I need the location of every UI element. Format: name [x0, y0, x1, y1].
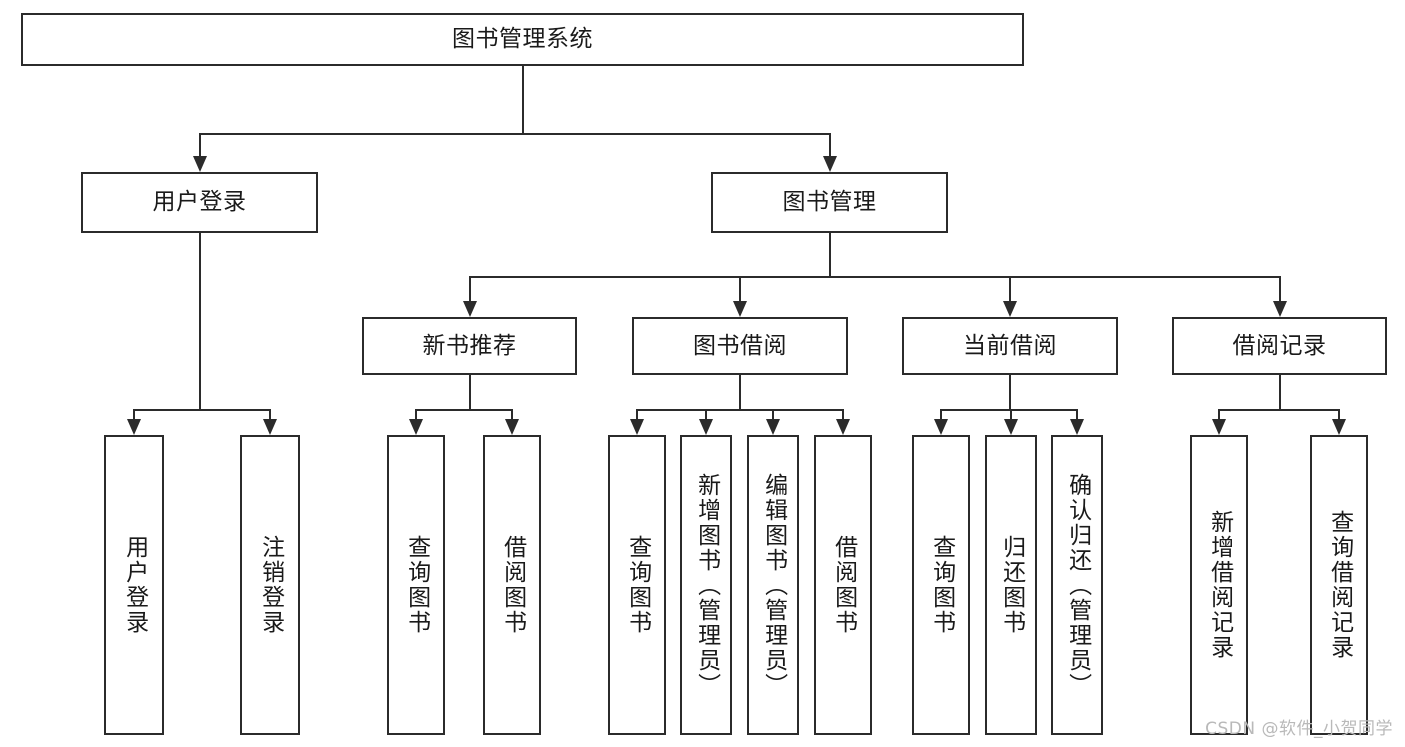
connector-line — [1278, 375, 1281, 409]
node-label: 借阅图书 — [499, 535, 526, 635]
arrowhead-icon — [934, 419, 948, 435]
connector-line — [1009, 375, 1011, 409]
node-label: 图书管理系统 — [452, 26, 593, 53]
node-label: 借阅记录 — [1232, 332, 1327, 359]
connector-line — [469, 276, 1280, 278]
node-label: 注销登录 — [257, 535, 284, 635]
leaf-query-books-recommend[interactable]: 查询图书 — [387, 435, 445, 735]
node-label: 图书借阅 — [693, 332, 787, 359]
leaf-add-borrow-record[interactable]: 新增借阅记录 — [1190, 435, 1248, 735]
leaf-return-books[interactable]: 归还图书 — [985, 435, 1037, 735]
arrowhead-icon — [127, 419, 141, 435]
connector-line — [134, 409, 270, 411]
connector-line — [828, 233, 831, 276]
arrowhead-icon — [766, 419, 780, 435]
arrowhead-icon — [699, 419, 713, 435]
connector-line — [1218, 409, 1220, 419]
connector-line — [1338, 409, 1340, 419]
connector-line — [199, 133, 830, 135]
arrowhead-icon — [263, 419, 277, 435]
node-new-book-recommend[interactable]: 新书推荐 — [362, 317, 577, 375]
node-label: 查询图书 — [624, 535, 651, 635]
connector-line — [772, 409, 774, 419]
leaf-user-logout[interactable]: 注销登录 — [240, 435, 300, 735]
connector-line — [636, 409, 638, 419]
connector-line — [269, 409, 271, 419]
leaf-borrow-books-recommend[interactable]: 借阅图书 — [483, 435, 541, 735]
connector-line — [521, 66, 524, 133]
node-current-borrow[interactable]: 当前借阅 — [902, 317, 1118, 375]
connector-line — [637, 409, 843, 411]
leaf-query-books-borrow[interactable]: 查询图书 — [608, 435, 666, 735]
connector-line — [1076, 409, 1078, 419]
connector-line — [133, 409, 135, 419]
connector-line — [1010, 409, 1012, 419]
node-label: 当前借阅 — [963, 332, 1057, 359]
node-label: 查询借阅记录 — [1326, 510, 1353, 660]
arrowhead-icon — [1212, 419, 1226, 435]
connector-line — [416, 409, 512, 411]
node-user-login[interactable]: 用户登录 — [81, 172, 318, 233]
arrowhead-icon — [192, 156, 207, 172]
node-label: 用户登录 — [121, 535, 148, 635]
leaf-query-borrow-record[interactable]: 查询借阅记录 — [1310, 435, 1368, 735]
connector-line — [705, 409, 707, 419]
node-book-borrow[interactable]: 图书借阅 — [632, 317, 848, 375]
node-label: 编辑图书（管理员） — [760, 472, 787, 698]
node-label: 查询图书 — [403, 535, 430, 635]
connector-line — [941, 409, 1077, 411]
node-label: 新增图书（管理员） — [693, 472, 720, 698]
node-book-management[interactable]: 图书管理 — [711, 172, 948, 233]
connector-line — [415, 409, 417, 419]
connector-line — [1009, 276, 1011, 301]
node-label: 新书推荐 — [422, 332, 517, 359]
connector-line — [198, 133, 201, 156]
watermark: CSDN @软件_小贺同学 — [1205, 719, 1393, 739]
connector-line — [198, 233, 201, 409]
connector-line — [739, 375, 741, 409]
arrowhead-icon — [1070, 419, 1084, 435]
connector-line — [1219, 409, 1339, 411]
node-label: 图书管理 — [782, 189, 877, 216]
node-borrow-record[interactable]: 借阅记录 — [1172, 317, 1387, 375]
arrowhead-icon — [1332, 419, 1346, 435]
node-label: 查询图书 — [928, 535, 955, 635]
connector-line — [468, 276, 471, 301]
arrowhead-icon — [1272, 301, 1287, 317]
node-label: 确认归还（管理员） — [1064, 472, 1091, 698]
leaf-add-book-admin[interactable]: 新增图书（管理员） — [680, 435, 732, 735]
leaf-confirm-return-admin[interactable]: 确认归还（管理员） — [1051, 435, 1103, 735]
arrowhead-icon — [505, 419, 519, 435]
node-label: 归还图书 — [998, 535, 1025, 635]
arrowhead-icon — [409, 419, 423, 435]
leaf-borrow-books[interactable]: 借阅图书 — [814, 435, 872, 735]
node-root-system[interactable]: 图书管理系统 — [21, 13, 1024, 66]
arrowhead-icon — [822, 156, 837, 172]
arrowhead-icon — [836, 419, 850, 435]
node-label: 借阅图书 — [830, 535, 857, 635]
connector-line — [468, 375, 471, 409]
leaf-query-books-current[interactable]: 查询图书 — [912, 435, 970, 735]
arrowhead-icon — [1003, 301, 1017, 317]
arrowhead-icon — [1004, 419, 1018, 435]
leaf-edit-book-admin[interactable]: 编辑图书（管理员） — [747, 435, 799, 735]
connector-line — [1278, 276, 1281, 301]
node-label: 用户登录 — [152, 189, 247, 216]
connector-line — [842, 409, 844, 419]
arrowhead-icon — [630, 419, 644, 435]
connector-line — [511, 409, 513, 419]
arrowhead-icon — [733, 301, 747, 317]
connector-line — [828, 133, 831, 156]
leaf-user-login[interactable]: 用户登录 — [104, 435, 164, 735]
arrowhead-icon — [462, 301, 477, 317]
connector-line — [739, 276, 741, 301]
node-label: 新增借阅记录 — [1206, 510, 1233, 660]
connector-line — [940, 409, 942, 419]
